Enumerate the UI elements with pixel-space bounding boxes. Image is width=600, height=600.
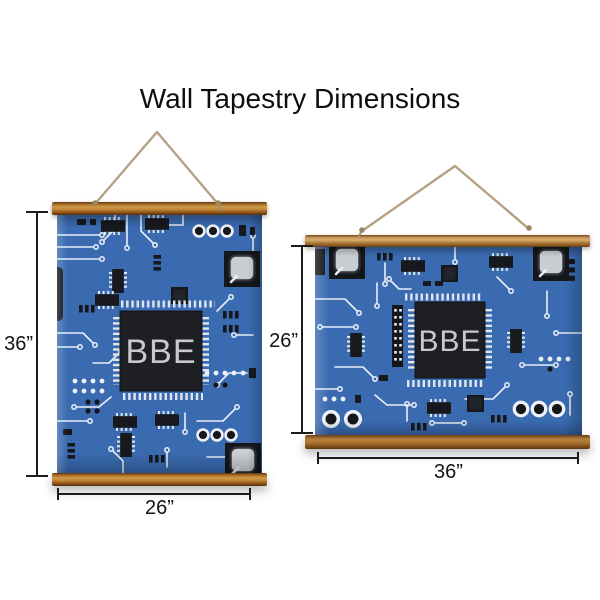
cpu-chip: BBE (405, 293, 492, 387)
wooden-dowel-top-landscape (305, 235, 590, 247)
tapestry-fabric-portrait: BBE (57, 215, 262, 473)
height-dimension-label-portrait: 36” (4, 333, 33, 355)
wooden-dowel-top-portrait (52, 202, 267, 215)
page-title: Wall Tapestry Dimensions (139, 83, 461, 114)
height-dimension-label-landscape: 26” (269, 330, 298, 352)
tapestry-fabric-landscape: BBE (315, 247, 582, 435)
circuit-board-pattern: BBE (315, 247, 582, 435)
wooden-dowel-bottom-portrait (52, 473, 267, 486)
wooden-dowel-bottom-landscape (305, 435, 590, 449)
hanging-rope-portrait (92, 130, 223, 212)
circuit-traces (315, 247, 582, 424)
circuit-components (57, 215, 262, 473)
width-dimension-label-landscape: 36” (434, 461, 463, 483)
monogram-text: BBE (125, 333, 196, 371)
hanging-rope-landscape (357, 164, 532, 239)
monogram-text: BBE (418, 325, 481, 358)
width-dimension-label-portrait: 26” (145, 497, 174, 519)
circuit-components (315, 247, 575, 431)
circuit-board-pattern: BBE (57, 215, 262, 473)
cpu-chip: BBE (113, 300, 215, 400)
